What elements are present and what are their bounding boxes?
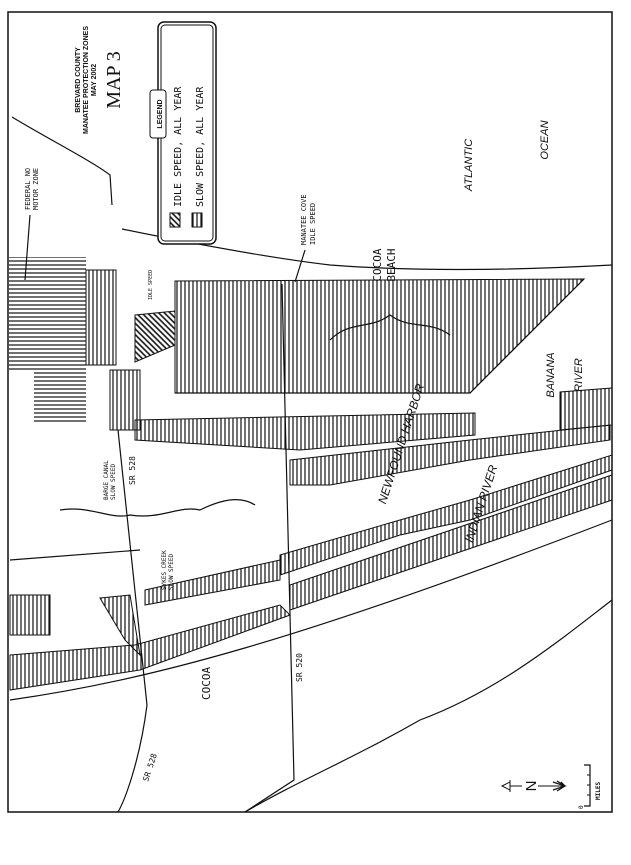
label-atlantic: ATLANTIC: [463, 139, 475, 192]
slow-zone-band-1: [134, 412, 476, 451]
slow-zone-west: [9, 594, 51, 636]
map-name: MAP 3: [103, 51, 125, 109]
label-federal-zone-1: FEDERAL NO: [24, 168, 32, 210]
label-river: RIVER: [573, 358, 585, 392]
label-cocoa-beach-2: BEACH: [385, 248, 398, 281]
legend-slow-label: SLOW SPEED, ALL YEAR: [195, 86, 206, 207]
label-sr528-upper: SR 528: [128, 456, 137, 485]
zones-title: MANATEE PROTECTION ZONES: [83, 26, 90, 134]
label-cocoa-beach-1: COCOA: [371, 248, 384, 281]
slow-zone-sr528: [99, 594, 141, 657]
legend-slow-swatch: [191, 212, 203, 228]
slow-zone-sykes-creek: [144, 559, 281, 606]
label-federal-zone-2: MOTOR ZONE: [32, 168, 40, 210]
title-block: BREVARD COUNTY MANATEE PROTECTION ZONES …: [75, 26, 125, 134]
mainland-shoreline: [9, 519, 613, 701]
county-title: BREVARD COUNTY: [75, 47, 82, 113]
slow-zone-cocoa-beach: [174, 278, 586, 394]
label-ocean: OCEAN: [539, 120, 551, 159]
slow-zone-banana-river: [559, 387, 613, 431]
north-shoreline: [11, 116, 113, 206]
scale-zero: 0: [578, 805, 585, 809]
north-arrow-icon: N: [500, 778, 567, 794]
legend-heading: LEGEND: [157, 99, 164, 128]
federal-zone-extension: [34, 372, 86, 422]
legend-idle-swatch: [169, 212, 181, 228]
date-title: MAY 2002: [91, 64, 98, 96]
road-sr-528: [117, 429, 148, 813]
sykes-creek-channel: [59, 498, 256, 517]
map-frame: [7, 11, 613, 813]
road-sr-520: [244, 283, 295, 813]
inland-boundary: [244, 599, 613, 813]
federal-no-motor-zone: [9, 257, 86, 372]
slow-zone-canal-north: [85, 269, 117, 366]
label-barge-canal-2: SLOW SPEED: [110, 463, 117, 500]
label-manatee-cove-2: IDLE SPEED: [309, 203, 317, 245]
compass-north-label: N: [523, 781, 540, 792]
canals: [329, 314, 451, 341]
label-sr520: SR 520: [295, 653, 304, 682]
slow-zone-newfound-harbor: [289, 424, 611, 486]
slow-zone-indian-river-north: [279, 454, 613, 576]
legend-idle-label: IDLE SPEED, ALL YEAR: [173, 86, 184, 207]
label-banana: BANANA: [545, 352, 557, 397]
merritt-island-shore: [9, 549, 141, 561]
label-barge-canal-1: BARGE CANAL: [103, 460, 110, 500]
legend: LEGEND IDLE SPEED, ALL YEAR SLOW SPEED, …: [149, 21, 217, 245]
label-idle-speed: IDLE SPEED: [148, 270, 154, 300]
scale-unit: MILES: [595, 782, 602, 800]
label-sykes-creek-2: SLOW SPEED: [168, 553, 175, 590]
label-cocoa: COCOA: [200, 667, 213, 700]
scale-bar: 0 MILES: [578, 764, 602, 809]
label-manatee-cove-1: MANATEE COVE: [300, 194, 308, 245]
label-sykes-creek-1: SYKES CREEK: [161, 550, 168, 590]
